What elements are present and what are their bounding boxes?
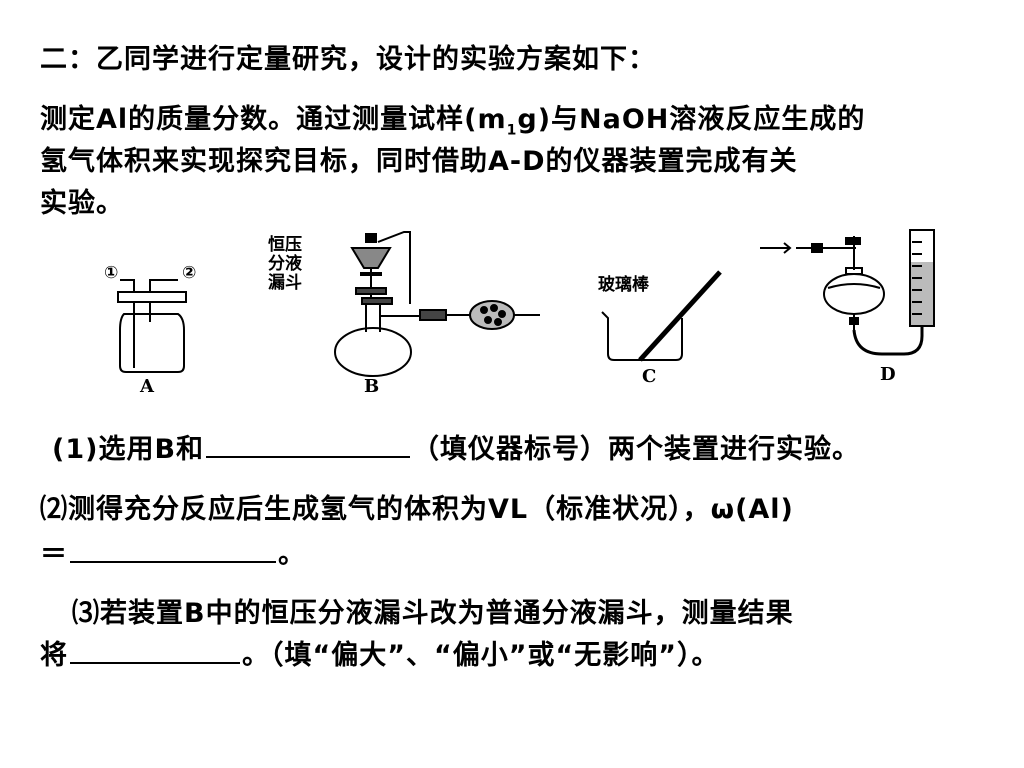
q3-suffix: 。（填“偏大”、“偏小”或“无影响”）。	[242, 640, 720, 671]
funnel-label-2: 分液	[268, 253, 302, 274]
q3-answer-blank[interactable]	[70, 636, 240, 664]
intro-line-1a: 测定Al的质量分数。通过测量试样(m	[40, 104, 507, 135]
apparatus-d: D	[760, 229, 935, 385]
funnel-label-3: 漏斗	[268, 273, 302, 293]
q3-prefix: 将	[40, 640, 68, 671]
apparatus-figure: ① ② A 恒压 分液 漏斗 B 玻璃棒	[104, 229, 935, 397]
question-2-line-1: ⑵测得充分反应后生成氢气的体积为VL（标准状况），ω(Al)	[40, 494, 794, 525]
port-2-label: ②	[182, 263, 196, 283]
rod-label: 玻璃棒	[598, 274, 650, 295]
port-1-label: ①	[104, 263, 118, 283]
label-d: D	[880, 364, 896, 385]
funnel-label-1: 恒压	[268, 234, 302, 255]
intro-line-3: 实验。	[40, 188, 124, 219]
apparatus-c: 玻璃棒 C	[598, 270, 722, 387]
heading: 二：乙同学进行定量研究，设计的实验方案如下：	[40, 44, 656, 75]
q2-suffix: 。	[278, 539, 306, 570]
apparatus-b: 恒压 分液 漏斗 B	[268, 231, 540, 397]
label-c: C	[642, 366, 656, 387]
question-3-line-1: ⑶若装置B中的恒压分液漏斗改为普通分液漏斗，测量结果	[72, 598, 794, 629]
label-a: A	[139, 376, 155, 397]
question-2-line-2: ＝。	[40, 535, 306, 573]
q1-answer-blank[interactable]	[206, 430, 411, 458]
question-3-line-2: 将 。（填“偏大”、“偏小”或“无影响”）。	[40, 636, 719, 674]
intro-line-1b: g)与NaOH溶液反应生成的	[517, 104, 866, 135]
intro-line-1: 测定Al的质量分数。通过测量试样(m1g)与NaOH溶液反应生成的	[40, 102, 865, 148]
q1-prefix: (1)选用B和	[52, 434, 205, 465]
intro-line-2: 氢气体积来实现探究目标，同时借助A-D的仪器装置完成有关	[40, 146, 798, 177]
label-b: B	[364, 376, 379, 397]
question-1: (1)选用B和 （填仪器标号）两个装置进行实验。	[52, 430, 860, 468]
q2-answer-blank[interactable]	[70, 535, 276, 563]
apparatus-a: ① ② A	[104, 263, 196, 397]
subscript-1: 1	[506, 122, 518, 139]
q1-suffix: （填仪器标号）两个装置进行实验。	[412, 434, 861, 465]
q2-prefix: ＝	[40, 539, 68, 570]
